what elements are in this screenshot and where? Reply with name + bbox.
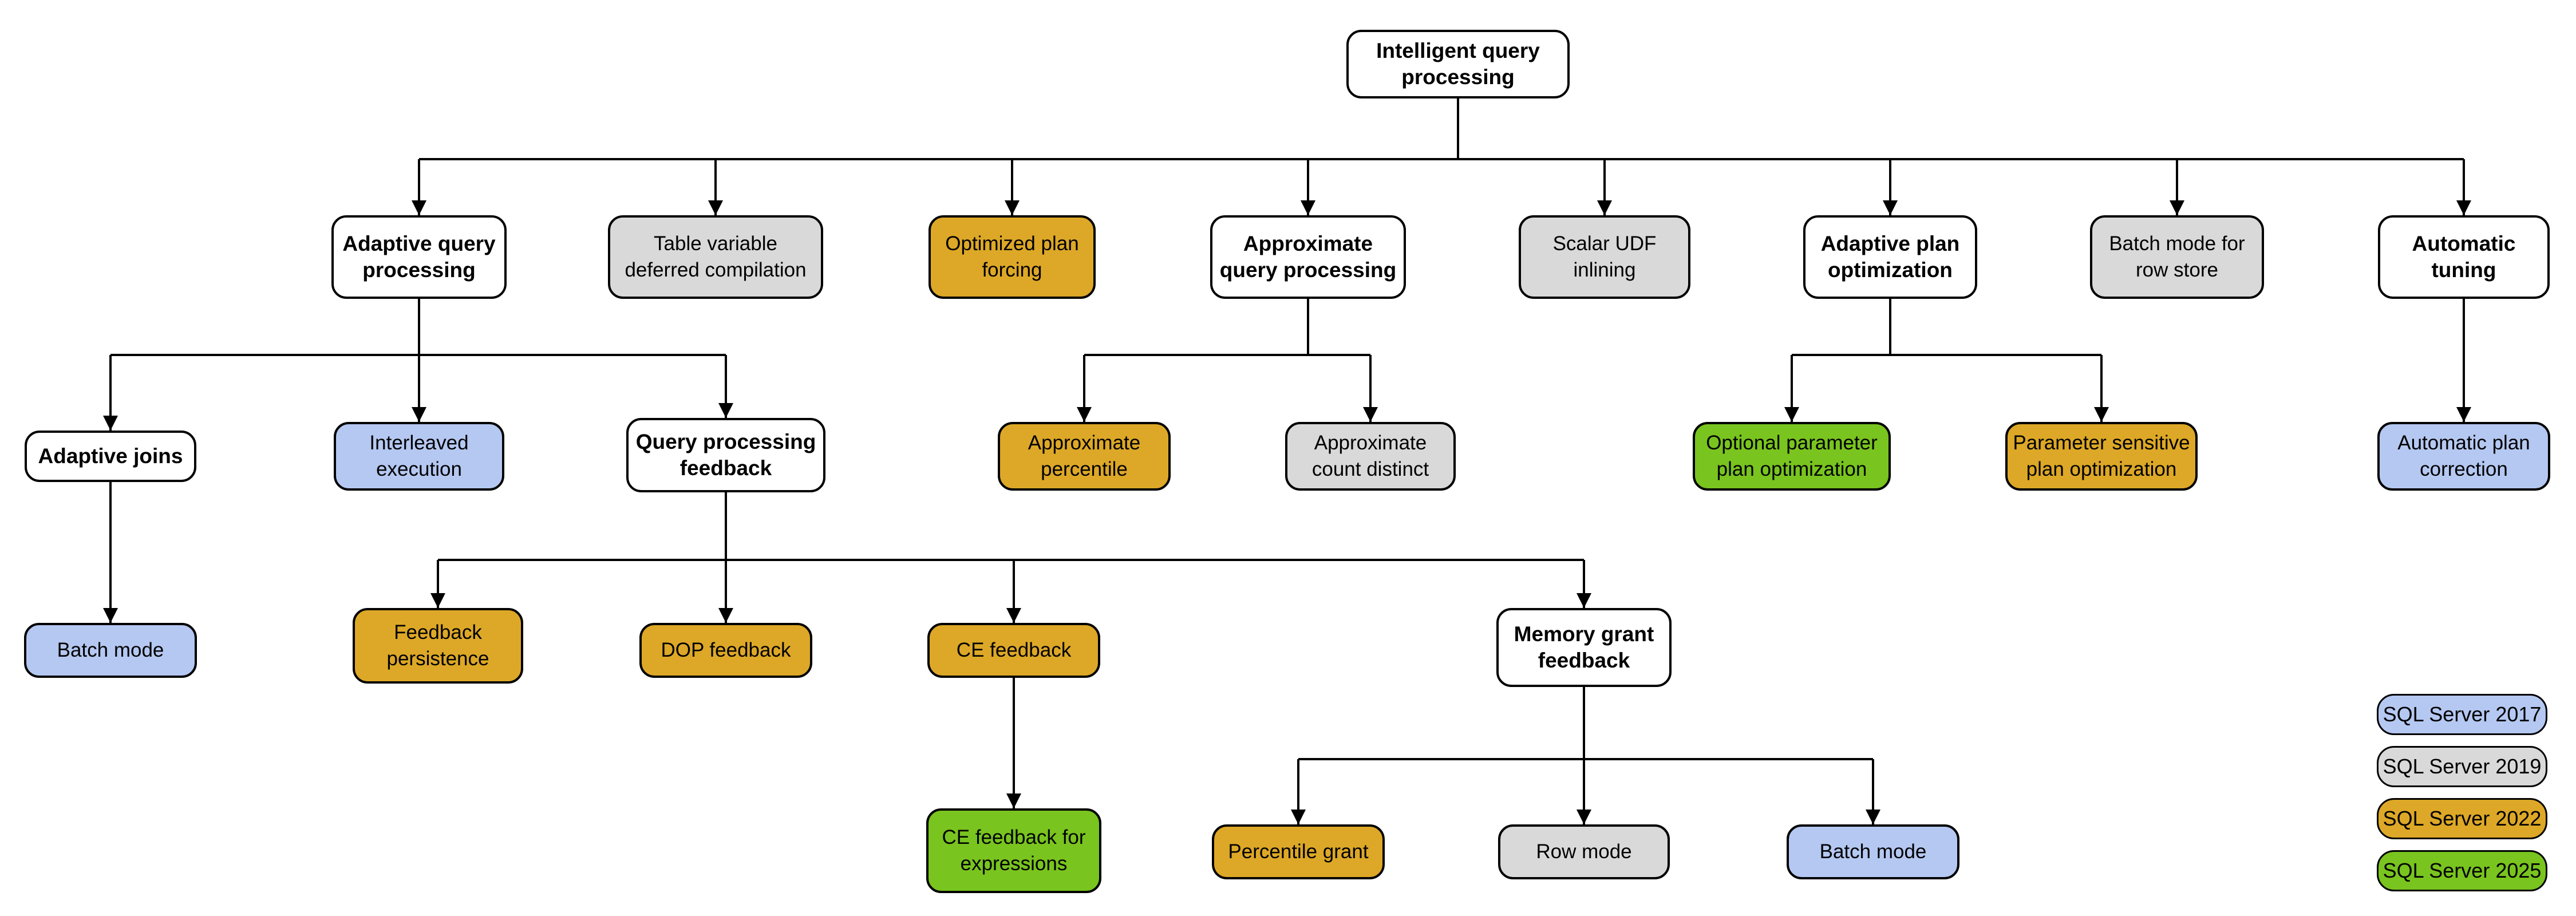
legend-label: SQL Server 2017 [2383, 702, 2542, 726]
legend-sql-server-2025: SQL Server 2025 [2377, 850, 2547, 891]
legend-sql-server-2019: SQL Server 2019 [2377, 746, 2547, 787]
node-automatic-plan-correction: Automatic plan correction [2377, 422, 2550, 491]
node-scalar-udf-inlining: Scalar UDF inlining [1519, 215, 1690, 299]
node-optional-parameter-plan-optimization: Optional parameter plan optimization [1693, 422, 1891, 491]
node-table-variable-deferred-compilation: Table variable deferred compilation [608, 215, 823, 299]
node-ce-feedback-for-expressions: CE feedback for expressions [926, 808, 1101, 893]
node-adaptive-joins: Adaptive joins [25, 431, 196, 482]
node-dop-feedback: DOP feedback [639, 623, 812, 678]
node-approximate-percentile: Approximate percentile [998, 422, 1171, 491]
node-optimized-plan-forcing: Optimized plan forcing [929, 215, 1096, 299]
legend-label: SQL Server 2022 [2383, 807, 2542, 830]
legend-sql-server-2017: SQL Server 2017 [2377, 694, 2547, 735]
node-automatic-tuning: Automatic tuning [2378, 215, 2550, 299]
node-row-mode: Row mode [1498, 824, 1670, 879]
node-batch-mode-memory-grant: Batch mode [1787, 824, 1959, 879]
version-legend: SQL Server 2017 SQL Server 2019 SQL Serv… [2377, 694, 2547, 891]
legend-label: SQL Server 2025 [2383, 859, 2542, 882]
node-intelligent-query-processing: Intelligent query processing [1346, 30, 1570, 98]
legend-label: SQL Server 2019 [2383, 755, 2542, 778]
node-interleaved-execution: Interleaved execution [334, 422, 504, 491]
node-adaptive-plan-optimization: Adaptive plan optimization [1803, 215, 1977, 299]
node-query-processing-feedback: Query processing feedback [626, 418, 825, 492]
node-approximate-query-processing: Approximate query processing [1210, 215, 1406, 299]
node-adaptive-query-processing: Adaptive query processing [331, 215, 507, 299]
node-ce-feedback: CE feedback [927, 623, 1100, 678]
node-percentile-grant: Percentile grant [1212, 824, 1385, 879]
node-batch-mode-for-row-store: Batch mode for row store [2090, 215, 2264, 299]
node-batch-mode-adaptive-joins: Batch mode [24, 623, 197, 678]
legend-sql-server-2022: SQL Server 2022 [2377, 798, 2547, 839]
node-memory-grant-feedback: Memory grant feedback [1496, 608, 1672, 687]
node-feedback-persistence: Feedback persistence [353, 608, 523, 684]
node-parameter-sensitive-plan-optimization: Parameter sensitive plan optimization [2005, 422, 2198, 491]
node-approximate-count-distinct: Approximate count distinct [1285, 422, 1456, 491]
